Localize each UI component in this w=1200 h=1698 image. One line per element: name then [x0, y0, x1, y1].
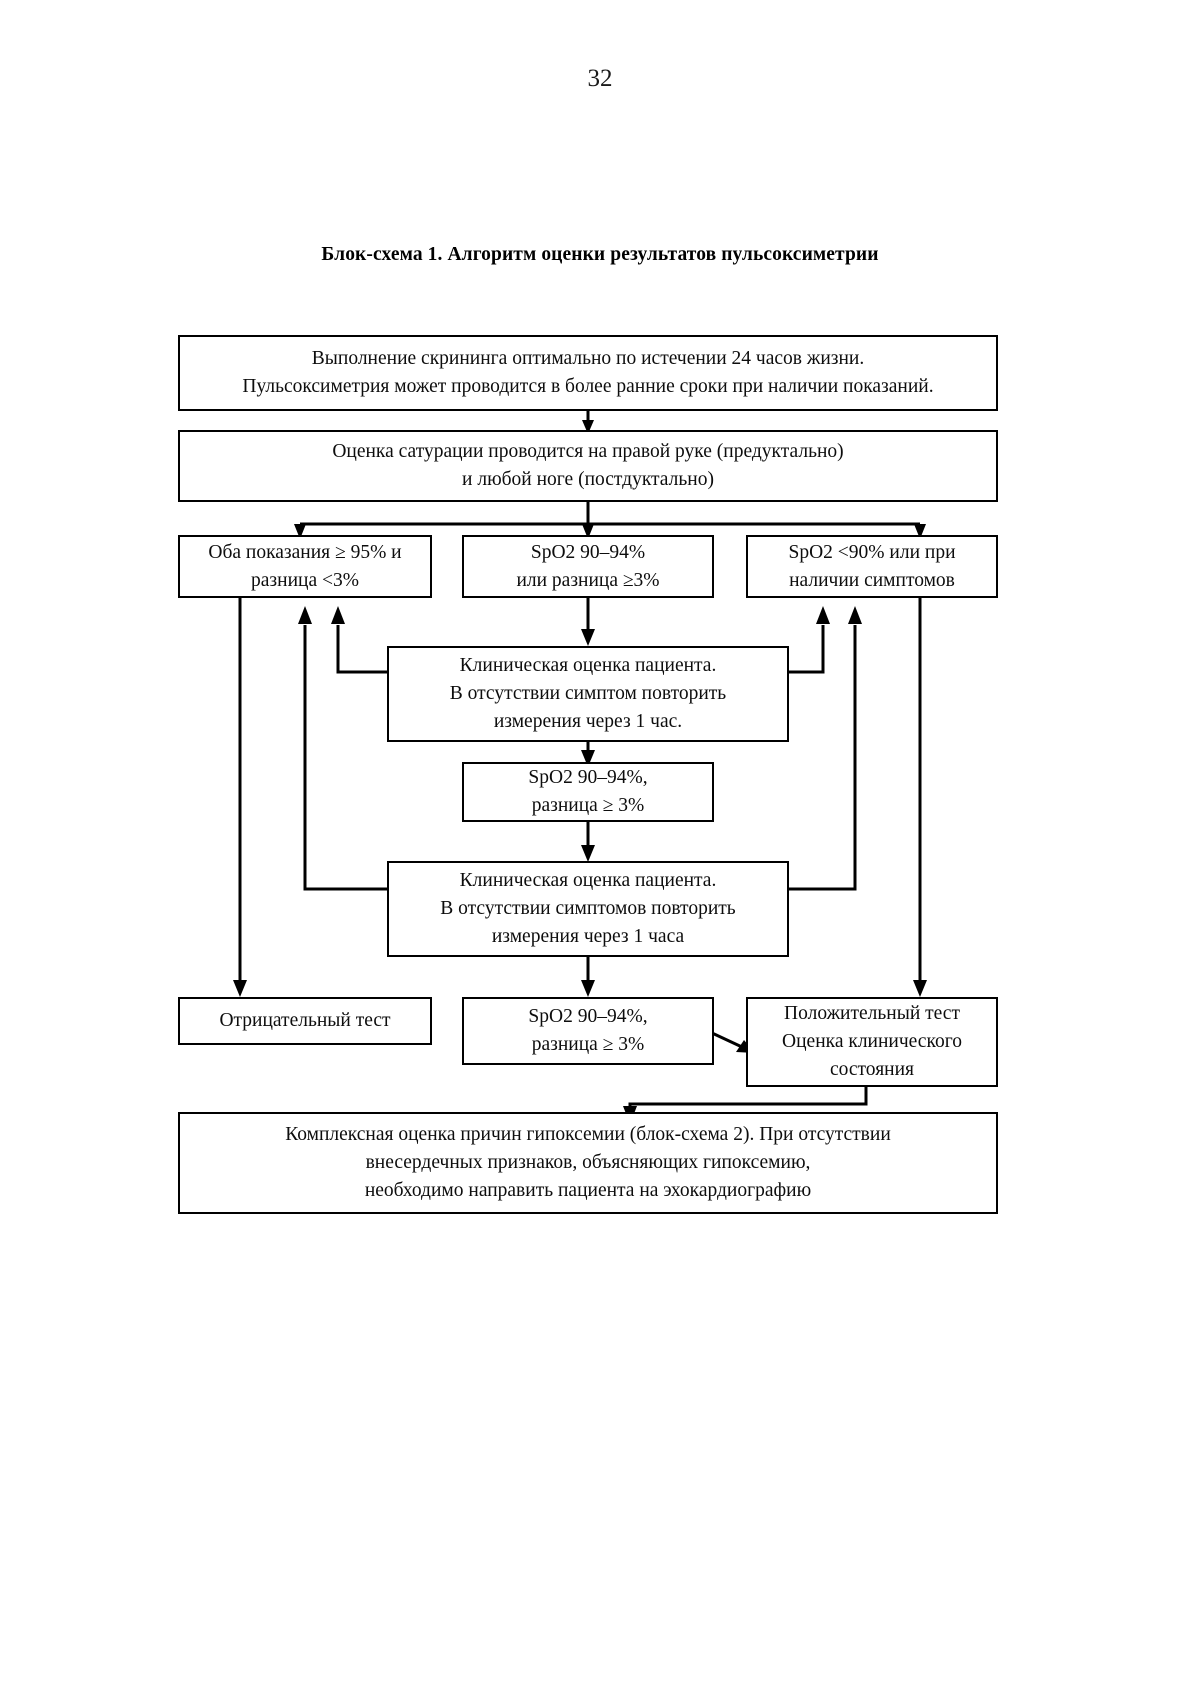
node-branch-right: SpO2 <90% или при наличии симптомов: [746, 535, 998, 598]
node-clinical-2-line2: В отсутствии симптомов повторить: [440, 898, 736, 920]
node-positive-test: Положительный тест Оценка клинического с…: [746, 997, 998, 1087]
page-number: 32: [587, 65, 613, 92]
node-branch-mid-line1: SpO2 90–94%: [530, 541, 646, 563]
node-final-line1: Комплексная оценка причин гипоксемии (бл…: [285, 1124, 891, 1146]
node-spo2-repeat-2: SpO2 90–94%, разница ≥ 3%: [462, 997, 714, 1065]
node-branch-mid: SpO2 90–94% или разница ≥3%: [462, 535, 714, 598]
node-clinical-1-line2: В отсутствии симптом повторить: [449, 683, 727, 705]
node-positive-test-line2: Оценка клинического: [782, 1031, 962, 1053]
node-negative-test: Отрицательный тест: [178, 997, 432, 1045]
node-final-line3: необходимо направить пациента на эхокард…: [364, 1179, 812, 1201]
node-positive-test-line1: Положительный тест: [784, 1003, 960, 1025]
node-branch-left: Оба показания ≥ 95% и разница <3%: [178, 535, 432, 598]
node-clinical-2-line3: измерения через 1 часа: [491, 925, 685, 947]
node-spo2-repeat-1-line2: разница ≥ 3%: [531, 795, 645, 816]
node-branch-left-line1: Оба показания ≥ 95% и: [208, 541, 402, 563]
node-branch-left-line2: разница <3%: [251, 569, 359, 591]
node-branch-right-line2: наличии симптомов: [789, 569, 955, 591]
node-screening: Выполнение скрининга оптимально по истеч…: [178, 335, 998, 411]
node-final-assessment: Комплексная оценка причин гипоксемии (бл…: [178, 1112, 998, 1214]
node-screening-line2: Пульсоксиметрия может проводится в более…: [242, 376, 934, 397]
node-final-line2: внесердечных признаков, объясняющих гипо…: [365, 1152, 811, 1174]
node-spo2-repeat-2-line2: разница ≥ 3%: [531, 1034, 645, 1055]
node-clinical-evaluation-1: Клиническая оценка пациента. В отсутстви…: [387, 646, 789, 742]
node-clinical-1-line1: Клиническая оценка пациента.: [459, 655, 717, 677]
node-saturation: Оценка сатурации проводится на правой ру…: [178, 430, 998, 502]
node-clinical-2-line1: Клиническая оценка пациента.: [459, 870, 717, 892]
node-clinical-evaluation-2: Клиническая оценка пациента. В отсутстви…: [387, 861, 789, 957]
node-saturation-line2: и любой ноге (постдуктально): [462, 469, 714, 490]
node-screening-line1: Выполнение скрининга оптимально по истеч…: [311, 348, 865, 370]
node-spo2-repeat-1: SpO2 90–94%, разница ≥ 3%: [462, 762, 714, 822]
node-positive-test-line3: состояния: [830, 1058, 914, 1080]
node-negative-test-line1: Отрицательный тест: [219, 1010, 391, 1032]
node-clinical-1-line3: измерения через 1 час.: [493, 710, 683, 732]
node-branch-right-line1: SpO2 <90% или при: [788, 541, 956, 563]
node-saturation-line1: Оценка сатурации проводится на правой ру…: [332, 441, 844, 463]
node-spo2-repeat-1-line1: SpO2 90–94%,: [528, 767, 648, 789]
node-spo2-repeat-2-line1: SpO2 90–94%,: [528, 1006, 648, 1028]
node-branch-mid-line2: или разница ≥3%: [516, 569, 660, 591]
page-title: Блок-схема 1. Алгоритм оценки результато…: [321, 244, 879, 265]
